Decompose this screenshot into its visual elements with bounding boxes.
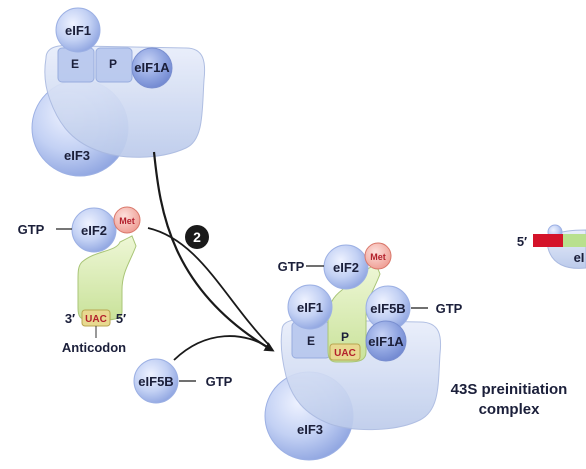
eif2-sphere [71, 207, 117, 253]
complex-43s: GTP eIF2 Met eIF1 eIF5B GTP E P UAC eIF1… [264, 242, 568, 461]
c43-title-line1: 43S preinitiation [451, 381, 568, 398]
free-eif5b: eIF5B GTP [133, 358, 233, 404]
c43-site-e-label: E [307, 334, 315, 348]
site-e-label: E [71, 57, 79, 71]
main-arrow [152, 151, 275, 352]
top-40s-complex: eIF1 E P eIF1A eIF3 [31, 7, 206, 177]
reaction-arrows [147, 151, 275, 361]
c43-eif2-label: eIF2 [333, 260, 359, 275]
step-number: 2 [193, 229, 201, 245]
trna-5prime-label: 5′ [116, 311, 126, 326]
c43-eif5b-label: eIF5B [370, 301, 405, 316]
free-eif5b-label: eIF5B [138, 374, 173, 389]
mrna-red-segment [533, 234, 563, 247]
gtp-label: GTP [18, 222, 45, 237]
eif3-label: eIF3 [64, 148, 90, 163]
eif1a-label: eIF1A [134, 60, 170, 75]
partial-mrna-complex: 5′ eI [517, 224, 586, 269]
site-p-label: P [109, 57, 117, 71]
eif1-sphere [55, 7, 101, 53]
step-badge: 2 [185, 225, 209, 249]
c43-title-line2: complex [479, 401, 541, 418]
anticodon-seq: UAC [85, 314, 107, 325]
c43-eif2-sphere [323, 244, 369, 290]
mrna-green-segment [563, 234, 586, 247]
free-eif5b-gtp-label: GTP [206, 374, 233, 389]
c43-eif1a-label: eIF1A [368, 334, 404, 349]
c43-eif1-sphere [287, 284, 333, 330]
step-badge-circle [185, 225, 209, 249]
eif1a-sphere [131, 47, 173, 89]
c43-site-p-label: P [341, 330, 349, 344]
free-eif5b-sphere [133, 358, 179, 404]
c43-met-sphere [364, 242, 392, 270]
mrna-5prime-label: 5′ [517, 234, 527, 249]
c43-eif3-label: eIF3 [297, 422, 323, 437]
trna-3prime-label: 3′ [65, 311, 75, 326]
c43-eif5b-gtp-label: GTP [436, 301, 463, 316]
ternary-arrow [147, 227, 271, 347]
partial-factor-label: eI [574, 250, 585, 265]
eif5b-arrow [173, 335, 273, 361]
c43-anticodon-box [329, 343, 361, 361]
c43-met-label: Met [370, 252, 386, 262]
ternary-complex: GTP eIF2 Met 3′ UAC 5′ Anticodon [18, 206, 141, 355]
eif2-label: eIF2 [81, 223, 107, 238]
c43-gtp-label: GTP [278, 259, 305, 274]
trna-body [77, 235, 137, 321]
c43-eif1-label: eIF1 [297, 300, 323, 315]
met-label: Met [119, 216, 135, 226]
c43-eif1a-sphere [365, 320, 407, 362]
anticodon-caption: Anticodon [62, 340, 126, 355]
met-sphere [113, 206, 141, 234]
c43-anticodon-seq: UAC [334, 348, 356, 359]
eif1-label: eIF1 [65, 23, 91, 38]
